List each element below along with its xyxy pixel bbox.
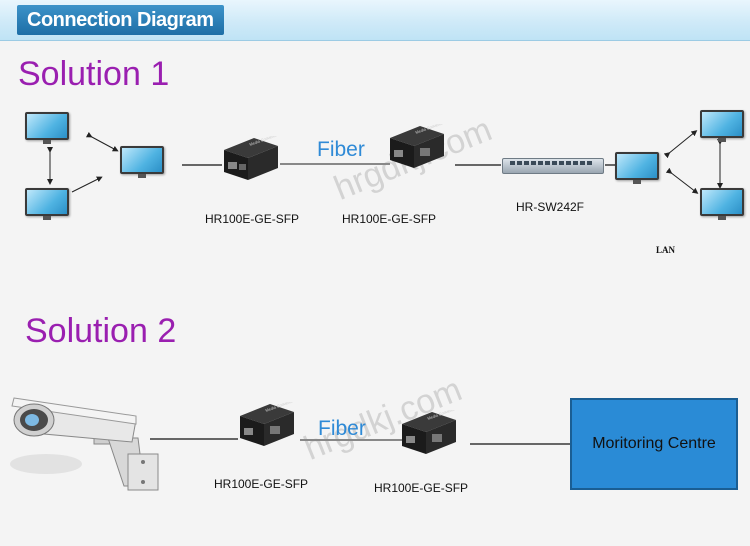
- fiber-label: Fiber: [318, 417, 366, 440]
- network-switch-icon: [502, 158, 604, 174]
- lan-label: LAN: [656, 245, 676, 255]
- converter-label: HR100E-GE-SFP: [342, 212, 437, 226]
- svg-text:Media Converter: Media Converter: [427, 410, 457, 421]
- monitor-icon: [700, 188, 744, 220]
- cable-line: [470, 443, 570, 445]
- converter-label: HR100E-GE-SFP: [374, 481, 469, 495]
- monitor-icon: [120, 146, 164, 178]
- converter-label: HR100E-GE-SFP: [214, 477, 309, 491]
- fiber-line: [280, 163, 390, 165]
- fiber-line: [300, 439, 410, 441]
- cable-line: [150, 438, 238, 440]
- converter-label: HR100E-GE-SFP: [205, 212, 300, 226]
- svg-text:Media Converter: Media Converter: [249, 136, 279, 147]
- solution-2-title: Solution 2: [25, 312, 177, 350]
- solution-1-title: Solution 1: [18, 55, 170, 93]
- monitor-icon: [615, 152, 659, 184]
- svg-text:Media Converter: Media Converter: [265, 402, 295, 413]
- media-converter-icon: Media Converter: [390, 124, 445, 168]
- media-converter-icon: Media Converter: [240, 402, 295, 446]
- monitoring-centre-label: Moritoring Centre: [592, 435, 716, 452]
- monitoring-centre-box: Moritoring Centre: [570, 398, 738, 490]
- switch-ports: [510, 161, 592, 165]
- page-title: Connection Diagram: [17, 5, 224, 35]
- media-converter-icon: Media Converter: [402, 410, 457, 454]
- svg-text:Media Converter: Media Converter: [415, 124, 445, 135]
- switch-label: HR-SW242F: [516, 200, 585, 214]
- cable-line: [605, 164, 615, 166]
- fiber-label: Fiber: [317, 138, 365, 161]
- cctv-camera-icon: [10, 397, 159, 491]
- cable-line: [182, 164, 222, 166]
- monitor-icon: [25, 112, 69, 144]
- monitor-icon: [700, 110, 744, 142]
- monitor-icon: [25, 188, 69, 220]
- media-converter-icon: Media Converter: [224, 136, 279, 180]
- cable-line: [455, 164, 501, 166]
